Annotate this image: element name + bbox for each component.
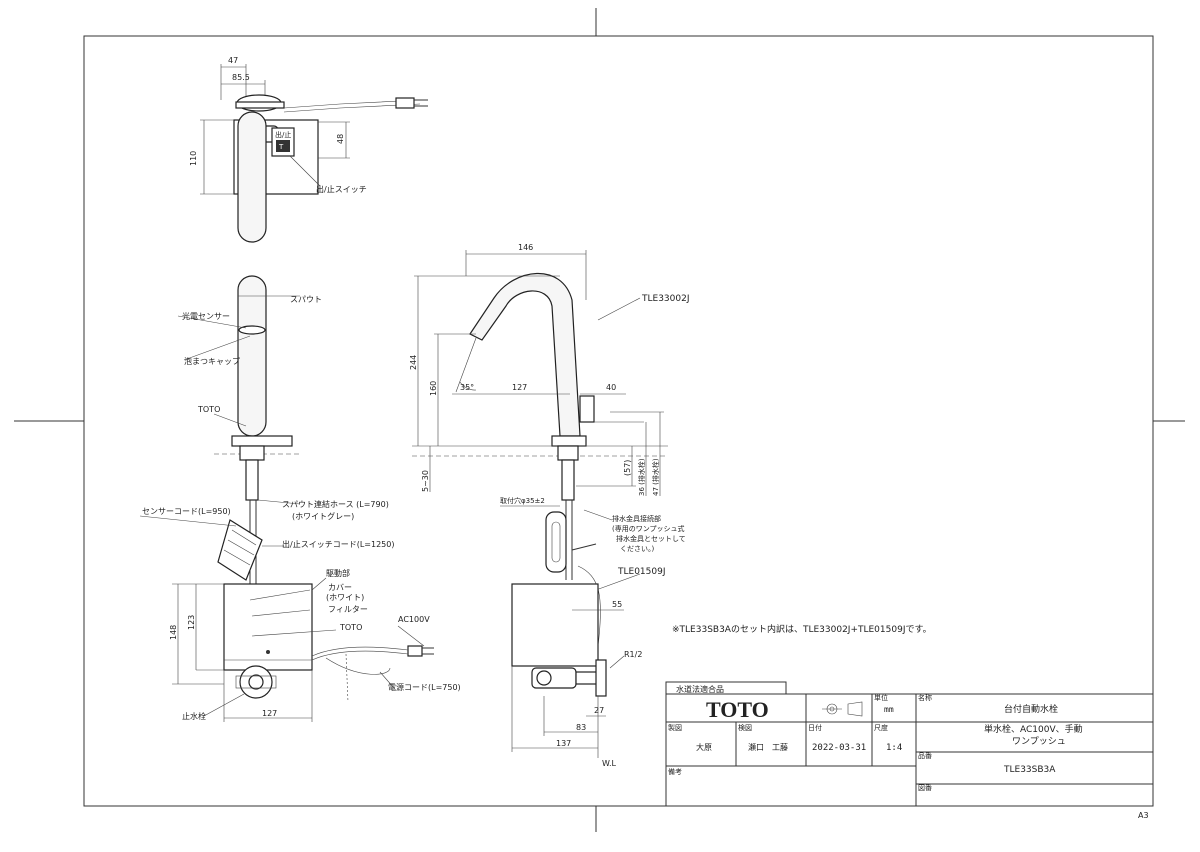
- scale-value: 1:4: [886, 743, 902, 753]
- checked-label: 検図: [738, 723, 752, 732]
- dim-47: 47: [228, 56, 238, 65]
- dim-48: 48: [336, 134, 345, 144]
- spout-front: [237, 275, 267, 437]
- dim-127-front: 127: [262, 709, 277, 718]
- dim-57: (57): [623, 460, 632, 476]
- model-number: TLE33SB3A: [1003, 765, 1056, 775]
- label-wl: W.L: [602, 759, 617, 768]
- unit-label: 単位: [874, 693, 888, 702]
- remarks-label: 備考: [668, 767, 682, 776]
- label-drain-note-1: (専用のワンプッシュ式: [612, 524, 685, 533]
- svg-text:T: T: [278, 143, 284, 151]
- drive-unit-side: [511, 583, 599, 667]
- spout-top-view: [237, 111, 267, 243]
- spec-line-2: ワンプッシュ: [1012, 736, 1066, 747]
- front-view: スパウト 光電センサー 泡まつキャップ TOTO スパウト連結ホース (L=79…: [139, 275, 461, 722]
- label-stop-valve: 止水栓: [182, 711, 206, 721]
- label-switch-cord: 出/止スイッチコード(L=1250): [282, 539, 394, 549]
- drain-rod: [579, 395, 595, 423]
- dim-36: 36 (排水栓): [637, 458, 646, 496]
- drawn-label: 製図: [668, 723, 682, 732]
- switch-icon: [276, 140, 290, 152]
- dim-47-drain: 47 (排水栓): [651, 458, 660, 496]
- side-view: 146 244 160 35° 127 40 5~30 (57) 36 (排水栓…: [409, 243, 689, 768]
- product-name: 台付自動水栓: [1004, 703, 1058, 715]
- dim-123: 123: [187, 615, 196, 630]
- label-spout: スパウト: [290, 295, 322, 304]
- base-plate-front: [231, 435, 293, 447]
- label-hose: スパウト連結ホース (L=790): [282, 499, 389, 509]
- mount-shank: [245, 459, 259, 501]
- angle-35: 35°: [460, 383, 474, 392]
- base-plate-side: [551, 435, 587, 447]
- projection-symbol-icon: [822, 701, 863, 717]
- dim-146: 146: [518, 243, 533, 252]
- label-cap: 泡まつキャップ: [184, 356, 240, 366]
- dim-55: 55: [612, 600, 622, 609]
- drain-button: [545, 511, 567, 573]
- compliance-label: 水道法適合品: [676, 684, 724, 694]
- label-power-cord: 電源コード(L=750): [388, 683, 461, 692]
- label-hose-color: (ホワイトグレー): [292, 511, 354, 521]
- switch-top-text: 出/止: [275, 130, 291, 139]
- plug-front: [407, 645, 423, 657]
- dim-127-side: 127: [512, 383, 527, 392]
- label-faucet: TLE33002J: [641, 294, 689, 304]
- label-drain-note-3: ください。): [620, 545, 654, 553]
- label-drain-note-2: 排水金具とセットして: [616, 534, 686, 543]
- dim-5-30: 5~30: [421, 470, 430, 492]
- model-label: 品番: [918, 752, 932, 760]
- dim-85-5: 85.5: [232, 73, 250, 82]
- top-view: 47 85.5 出/止 T 110 48 出/止スイッチ: [189, 56, 428, 243]
- dim-160: 160: [429, 381, 438, 396]
- title-block: 水道法適合品 TOTO 単位 mm 名称 台付自動水栓 単水栓、AC100V、手…: [665, 681, 1154, 807]
- date-value: 2022-03-31: [812, 743, 866, 753]
- dim-83: 83: [576, 723, 586, 732]
- sheet-size: A3: [1138, 811, 1149, 820]
- label-valve-unit: TLE01509J: [617, 567, 665, 577]
- plug-top: [395, 97, 415, 109]
- dim-137: 137: [556, 739, 571, 748]
- sensor-cord-coil: [217, 519, 263, 581]
- label-filter: フィルター: [328, 605, 368, 614]
- brand-logo: TOTO: [706, 697, 769, 722]
- shank-side: [561, 459, 575, 501]
- date-label: 日付: [808, 723, 822, 732]
- label-toto-mark: TOTO: [197, 405, 220, 414]
- drawing-no-label: 図番: [918, 784, 932, 792]
- label-drive: 駆動部: [326, 568, 350, 578]
- checked-by: 瀬口 工藤: [748, 742, 788, 752]
- dim-244: 244: [409, 355, 418, 370]
- set-note: ※TLE33SB3Aのセット内訳は、TLE33002J+TLE01509Jです。: [672, 623, 932, 635]
- label-mount-hole: 取付穴φ35±2: [500, 496, 545, 505]
- label-drain-fitting: 排水金具接続部: [612, 514, 661, 523]
- label-toto-box: TOTO: [339, 623, 362, 632]
- unit-value: mm: [884, 705, 894, 714]
- label-ac: AC100V: [398, 615, 430, 624]
- dim-40: 40: [606, 383, 616, 392]
- label-switch: 出/止スイッチ: [316, 184, 367, 194]
- label-sensor: 光電センサー: [182, 311, 230, 321]
- wall-flange: [595, 659, 607, 697]
- label-cover-color: (ホワイト): [326, 593, 364, 602]
- faucet-profile: [469, 272, 581, 437]
- label-cover: カバー: [328, 583, 352, 592]
- spec-line-1: 単水栓、AC100V、手動: [984, 723, 1083, 735]
- drawn-by: 大原: [696, 742, 712, 752]
- drive-unit-front: [223, 583, 313, 671]
- dim-148: 148: [169, 625, 178, 640]
- dim-27: 27: [594, 706, 604, 715]
- label-sensor-cord: センサーコード(L=950): [142, 507, 231, 516]
- label-r-half: R1/2: [624, 650, 642, 659]
- name-label: 名称: [918, 693, 932, 702]
- dim-110: 110: [189, 151, 198, 166]
- scale-label: 尺度: [874, 723, 888, 732]
